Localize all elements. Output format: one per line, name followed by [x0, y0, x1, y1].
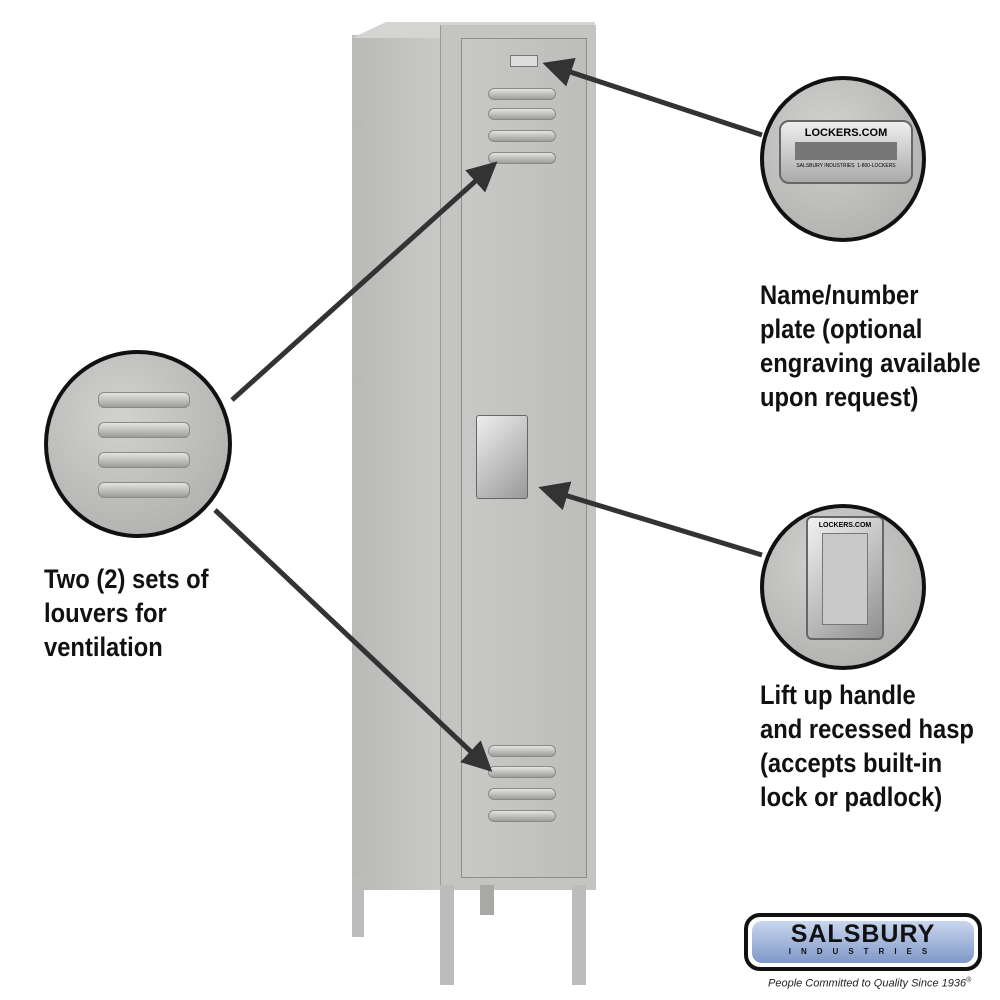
logo-tagline: People Committed to Quality Since 1936® — [768, 977, 972, 990]
lower-louver — [488, 810, 556, 822]
locker-leg — [480, 885, 494, 915]
arrow-lower-louvers — [213, 508, 493, 772]
handle-detail-circle: LOCKERS.COM — [760, 504, 926, 670]
upper-louver — [488, 88, 556, 100]
name-plate-small — [510, 55, 538, 67]
salsbury-logo: SALSBURY INDUSTRIES — [744, 913, 982, 971]
locker-leg — [572, 885, 586, 985]
name-plate: LOCKERS.COM SALSBURY INDUSTRIES 1-800-LO… — [779, 120, 913, 184]
locker-leg — [352, 875, 364, 937]
name-plate-detail-circle: LOCKERS.COM SALSBURY INDUSTRIES 1-800-LO… — [760, 76, 926, 242]
lower-louver — [488, 766, 556, 778]
handle-plate: LOCKERS.COM — [806, 516, 884, 640]
upper-louver — [488, 152, 556, 164]
handle-small — [476, 415, 528, 499]
upper-louver — [488, 130, 556, 142]
arrow-name-plate — [542, 57, 763, 138]
arrow-upper-louvers — [230, 161, 498, 402]
arrow-handle — [538, 481, 763, 558]
upper-louver — [488, 108, 556, 120]
locker-side-panel — [352, 35, 442, 890]
locker-leg — [440, 885, 454, 985]
lower-louver — [488, 788, 556, 800]
louvers-detail-circle — [44, 350, 232, 538]
